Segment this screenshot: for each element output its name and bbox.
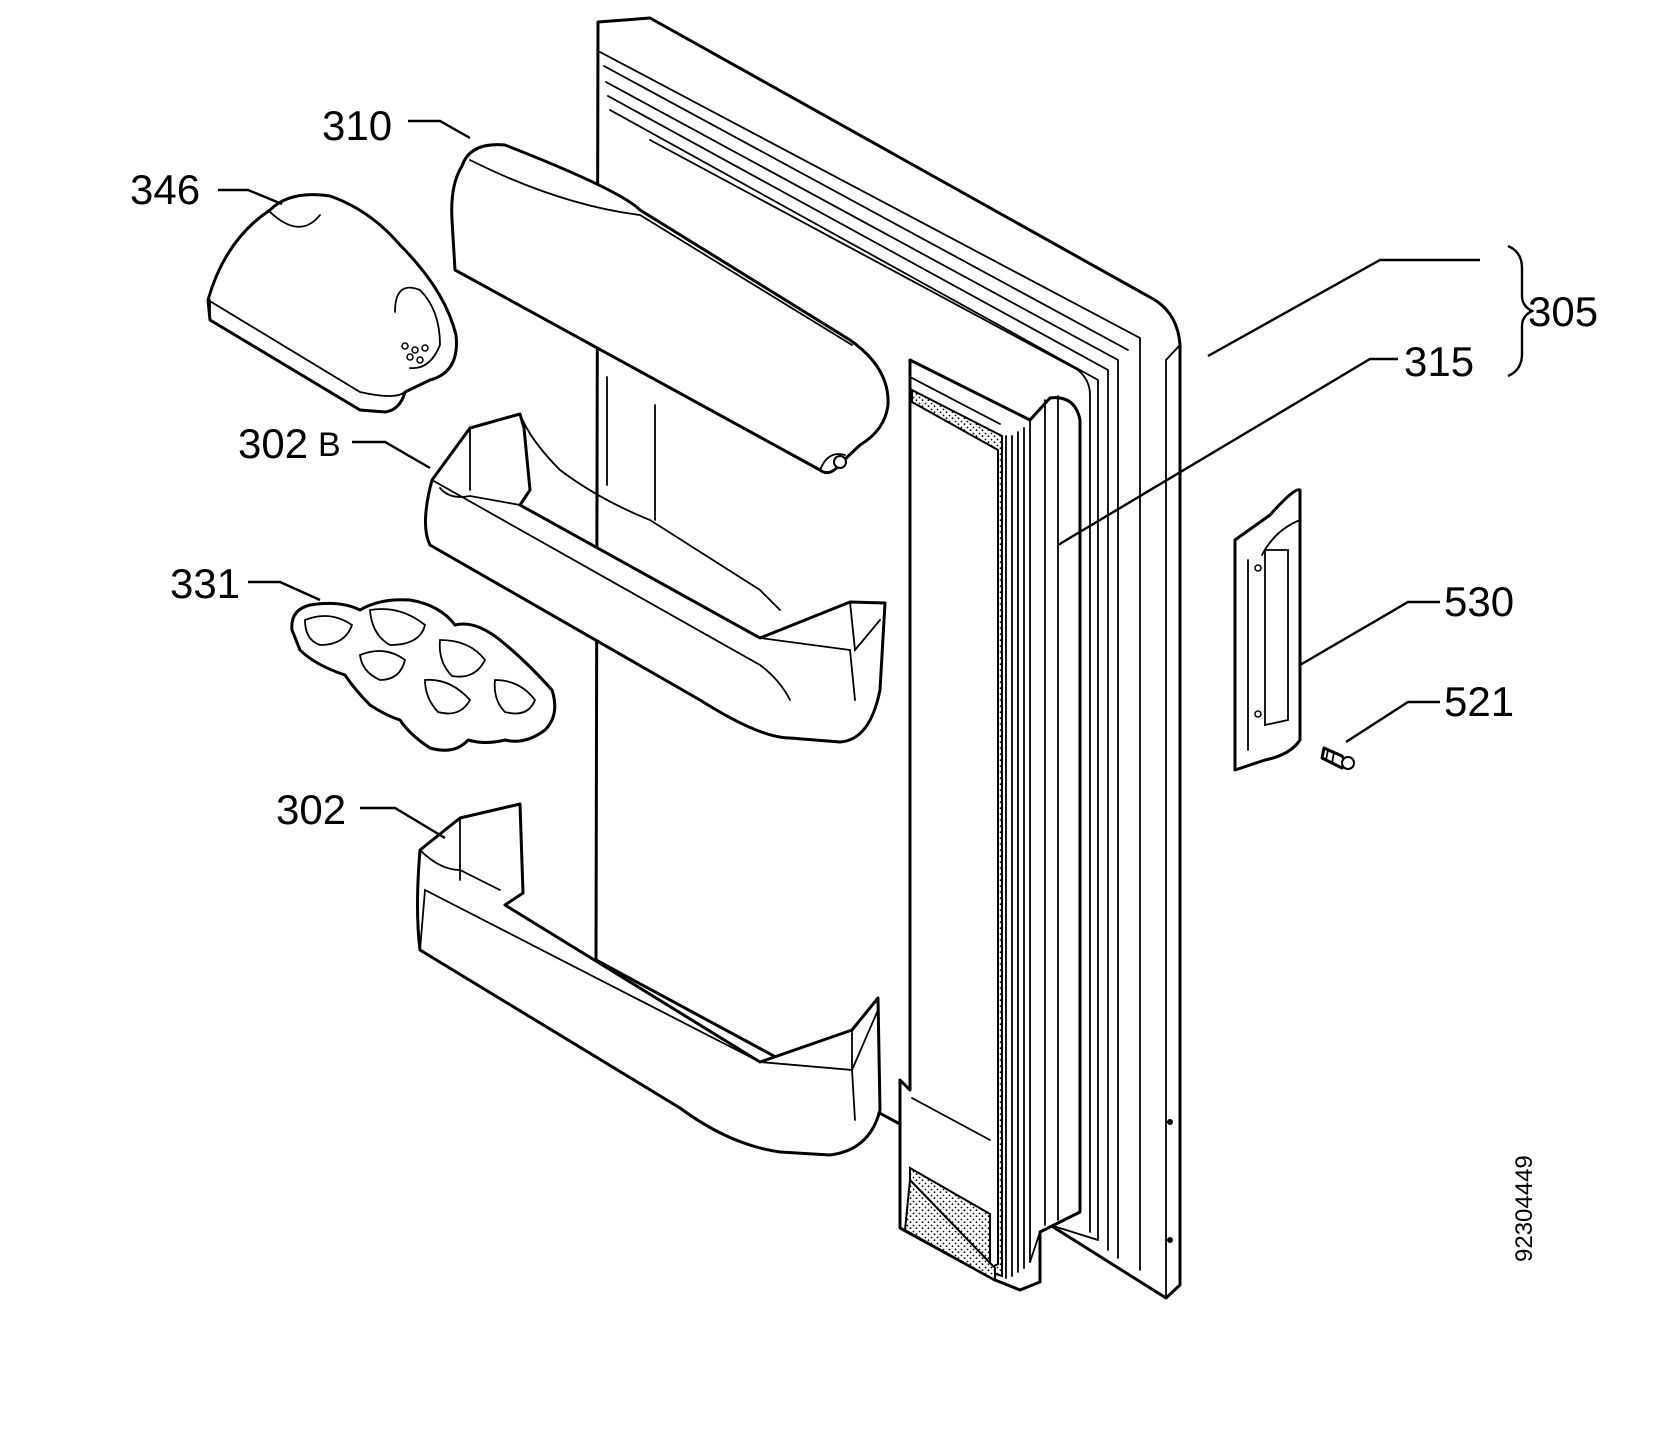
label-302: 302 xyxy=(276,786,346,833)
label-315: 315 xyxy=(1404,338,1474,385)
part-labels: 310 346 302 B 331 302 305 315 530 521 92… xyxy=(130,102,1598,1262)
label-530: 530 xyxy=(1444,578,1514,625)
egg-tray-331 xyxy=(290,598,557,752)
butter-dish-vents xyxy=(401,342,429,364)
leader-lines xyxy=(218,119,1535,840)
label-521: 521 xyxy=(1444,678,1514,725)
document-number: 92304449 xyxy=(1511,1155,1538,1262)
label-302b-suffix: B xyxy=(318,426,341,464)
door-gasket xyxy=(898,358,1082,1292)
label-305: 305 xyxy=(1528,288,1598,335)
label-310: 310 xyxy=(322,102,392,149)
door-shelf-302b xyxy=(423,412,887,744)
label-302b: 302 xyxy=(238,420,308,467)
screw-521 xyxy=(1320,746,1355,770)
dairy-cover-310 xyxy=(450,143,890,475)
label-346: 346 xyxy=(130,166,200,213)
label-331: 331 xyxy=(170,560,240,607)
hinge-cover-530 xyxy=(1233,488,1302,772)
door-shelf-302 xyxy=(416,802,882,1157)
butter-dish-346 xyxy=(206,193,458,414)
glass-reflection-lines xyxy=(606,376,656,521)
